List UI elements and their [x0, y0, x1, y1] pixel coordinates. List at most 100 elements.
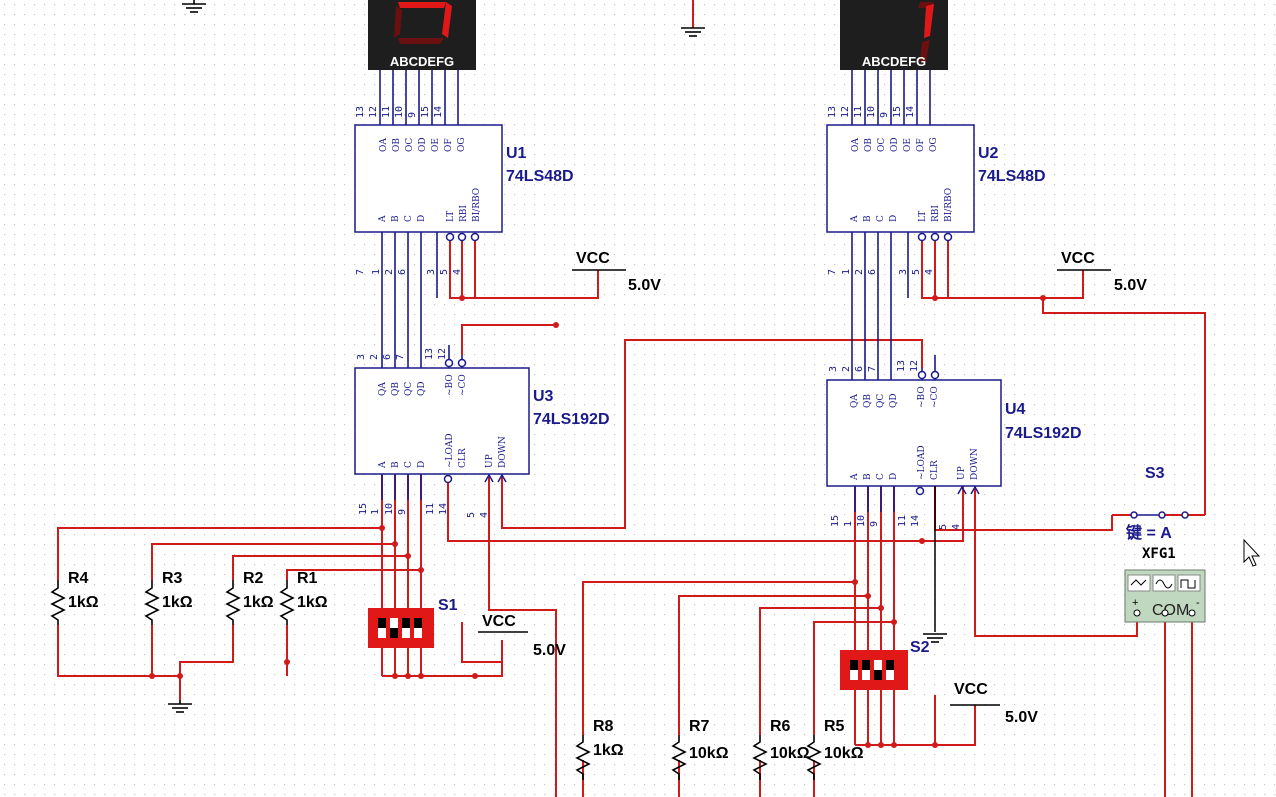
chip-u4[interactable]: QA QB QC QD ~BO ~CO A B C D ~LOAD CLR UP… [826, 355, 1082, 530]
svg-text:D: D [889, 473, 899, 480]
svg-text:D: D [417, 461, 427, 468]
square-wave-icon[interactable] [1180, 579, 1196, 589]
svg-text:15: 15 [420, 106, 431, 118]
svg-text:11: 11 [381, 106, 392, 118]
svg-text:4: 4 [452, 269, 463, 275]
svg-text:5.0V: 5.0V [1114, 277, 1147, 294]
u4-part: 74LS192D [1005, 425, 1082, 442]
chip-u1[interactable]: OA OB OC OD OE OF OG A B C D LT RBI BI/R… [354, 106, 574, 368]
svg-text:7: 7 [395, 354, 406, 360]
svg-text:7: 7 [827, 269, 838, 275]
svg-text:11: 11 [853, 106, 864, 118]
svg-text:QC: QC [404, 382, 414, 396]
svg-text:11: 11 [425, 503, 436, 515]
svg-text:14: 14 [438, 503, 449, 515]
svg-text:OD: OD [890, 137, 900, 152]
svg-text:QC: QC [876, 394, 886, 408]
s3-ref: S3 [1145, 465, 1165, 482]
svg-text:VCC: VCC [576, 250, 610, 267]
svg-text:1: 1 [370, 509, 381, 515]
svg-text:9: 9 [407, 112, 418, 118]
svg-text:~BO: ~BO [445, 374, 455, 396]
svg-text:4: 4 [479, 512, 490, 518]
svg-text:6: 6 [397, 269, 408, 275]
vcc-symbol[interactable]: VCC 5.0V [478, 613, 566, 659]
svg-text:~BO: ~BO [917, 386, 927, 408]
svg-text:14: 14 [910, 515, 921, 527]
svg-text:R2: R2 [243, 570, 264, 587]
sine-wave-icon[interactable] [1155, 579, 1173, 589]
svg-text:9: 9 [869, 521, 880, 527]
junction-dots [149, 295, 1046, 748]
svg-text:BI/RBO: BI/RBO [472, 188, 482, 222]
seven-segment-display-icon[interactable]: ABCDEFG [840, 0, 948, 125]
dip-switch-s1[interactable]: S1 [368, 597, 458, 648]
svg-text:6: 6 [382, 354, 393, 360]
svg-text:3: 3 [898, 269, 909, 275]
svg-text:OG: OG [457, 137, 467, 152]
svg-text:5.0V: 5.0V [533, 642, 566, 659]
function-generator-xfg1[interactable]: XFG1 + COM - [1124, 546, 1206, 623]
svg-text:OG: OG [929, 137, 939, 152]
svg-text:UP: UP [485, 454, 495, 468]
svg-text:B: B [391, 215, 401, 222]
svg-text:13: 13 [827, 106, 838, 118]
svg-text:4: 4 [951, 524, 962, 530]
vcc-symbol[interactable]: VCC 5.0V [1057, 250, 1147, 294]
display-segment-labels: ABCDEFG [390, 54, 454, 69]
svg-text:DOWN: DOWN [970, 448, 980, 480]
switch-s3[interactable]: S3 键 = A [1112, 465, 1205, 542]
seven-segment-display-icon[interactable]: ABCDEFG [368, 0, 476, 125]
svg-text:OB: OB [864, 138, 874, 152]
svg-text:5: 5 [911, 269, 922, 275]
svg-text:1kΩ: 1kΩ [162, 594, 193, 611]
resistor-zigzags [50, 580, 822, 780]
svg-text:12: 12 [437, 348, 448, 360]
u2-pin-numbers: 13 12 11 10 9 15 14 7 1 2 6 3 5 4 [827, 106, 935, 275]
svg-text:1: 1 [841, 269, 852, 275]
ground-icon [168, 700, 192, 713]
svg-text:QB: QB [863, 394, 873, 408]
chip-u3[interactable]: QA QB QC QD ~BO ~CO A B C D ~LOAD CLR UP… [354, 345, 610, 518]
svg-text:13: 13 [355, 106, 366, 118]
dip-switch-s2[interactable]: S2 [840, 639, 930, 690]
svg-text:B: B [863, 215, 873, 222]
svg-text:A: A [850, 473, 860, 481]
chip-u2[interactable]: OA OB OC OD OE OF OG A B C D LT RBI BI/R… [826, 106, 1046, 380]
vcc-symbol[interactable]: VCC 5.0V [950, 681, 1038, 726]
svg-text:1kΩ: 1kΩ [297, 594, 328, 611]
svg-text:R3: R3 [162, 570, 183, 587]
svg-text:B: B [391, 461, 401, 468]
svg-text:OA: OA [379, 138, 389, 152]
svg-text:VCC: VCC [482, 613, 516, 630]
svg-text:QD: QD [417, 381, 427, 396]
ground-icon [681, 0, 705, 37]
display-segment-labels: ABCDEFG [862, 54, 926, 69]
svg-text:10kΩ: 10kΩ [824, 745, 864, 762]
svg-text:LT: LT [446, 211, 456, 222]
svg-text:10: 10 [856, 515, 867, 527]
svg-text:RBI: RBI [459, 205, 469, 222]
svg-text:~CO: ~CO [930, 386, 940, 408]
svg-text:C: C [404, 461, 414, 468]
svg-text:R4: R4 [68, 570, 89, 587]
u3-pin-names: QA QB QC QD ~BO ~CO A B C D ~LOAD CLR UP… [378, 374, 508, 469]
triangle-wave-icon[interactable] [1130, 579, 1147, 586]
vcc-symbol[interactable]: VCC 5.0V [572, 250, 661, 294]
svg-text:-: - [1196, 597, 1200, 609]
svg-text:A: A [378, 215, 388, 223]
svg-text:10: 10 [394, 106, 405, 118]
svg-text:1: 1 [843, 521, 854, 527]
svg-text:OE: OE [431, 138, 441, 152]
svg-text:DOWN: DOWN [498, 436, 508, 468]
